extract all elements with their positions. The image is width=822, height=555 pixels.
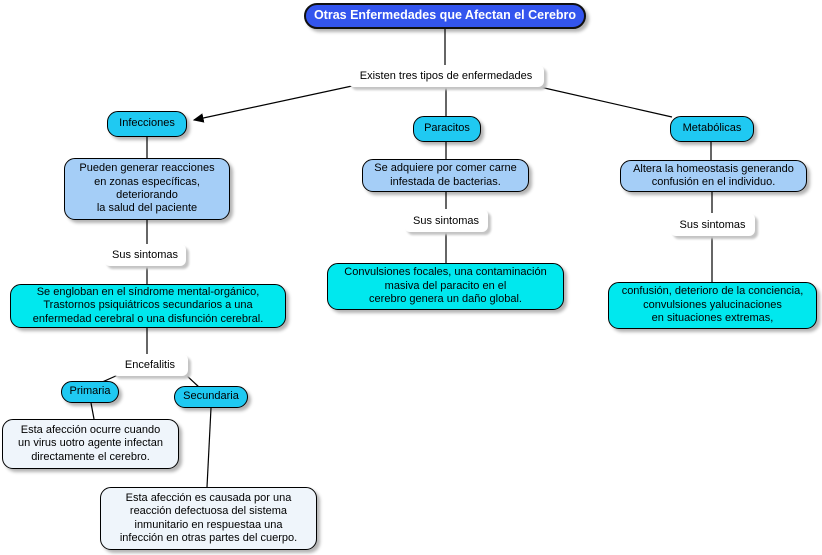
linking-phrase-encefalitis[interactable]: Encefalitis — [112, 354, 188, 376]
secundaria-description[interactable]: Esta afección es causada por una reacció… — [100, 487, 317, 550]
infecciones-symptoms[interactable]: Se engloban en el síndrome mental-orgáni… — [10, 284, 286, 328]
node-infecciones[interactable]: Infecciones — [107, 111, 187, 137]
primaria-description[interactable]: Esta afección ocurre cuando un virus uot… — [2, 419, 179, 469]
linking-phrase-sintomas-metabolicas[interactable]: Sus sintomas — [670, 213, 755, 236]
node-metabolicas[interactable]: Metabólicas — [670, 116, 754, 142]
paracitos-symptoms[interactable]: Convulsiones focales, una contaminación … — [327, 263, 564, 310]
infecciones-description[interactable]: Pueden generar reacciones en zonas espec… — [64, 158, 230, 220]
node-primaria[interactable]: Primaria — [61, 381, 119, 403]
linking-phrase-tres-tipos[interactable]: Existen tres tipos de enfermedades — [348, 65, 544, 87]
linking-phrase-sintomas-infecciones[interactable]: Sus sintomas — [104, 244, 186, 266]
paracitos-description[interactable]: Se adquiere por comer carne infestada de… — [362, 159, 529, 192]
metabolicas-description[interactable]: Altera la homeostasis generando confusió… — [620, 160, 807, 192]
node-paracitos[interactable]: Paracitos — [413, 116, 481, 142]
linking-phrase-sintomas-paracitos[interactable]: Sus sintomas — [404, 209, 488, 232]
metabolicas-symptoms[interactable]: confusión, deterioro de la conciencia, c… — [608, 282, 817, 329]
root-title-node[interactable]: Otras Enfermedades que Afectan el Cerebr… — [304, 3, 586, 29]
node-secundaria[interactable]: Secundaria — [174, 386, 248, 408]
